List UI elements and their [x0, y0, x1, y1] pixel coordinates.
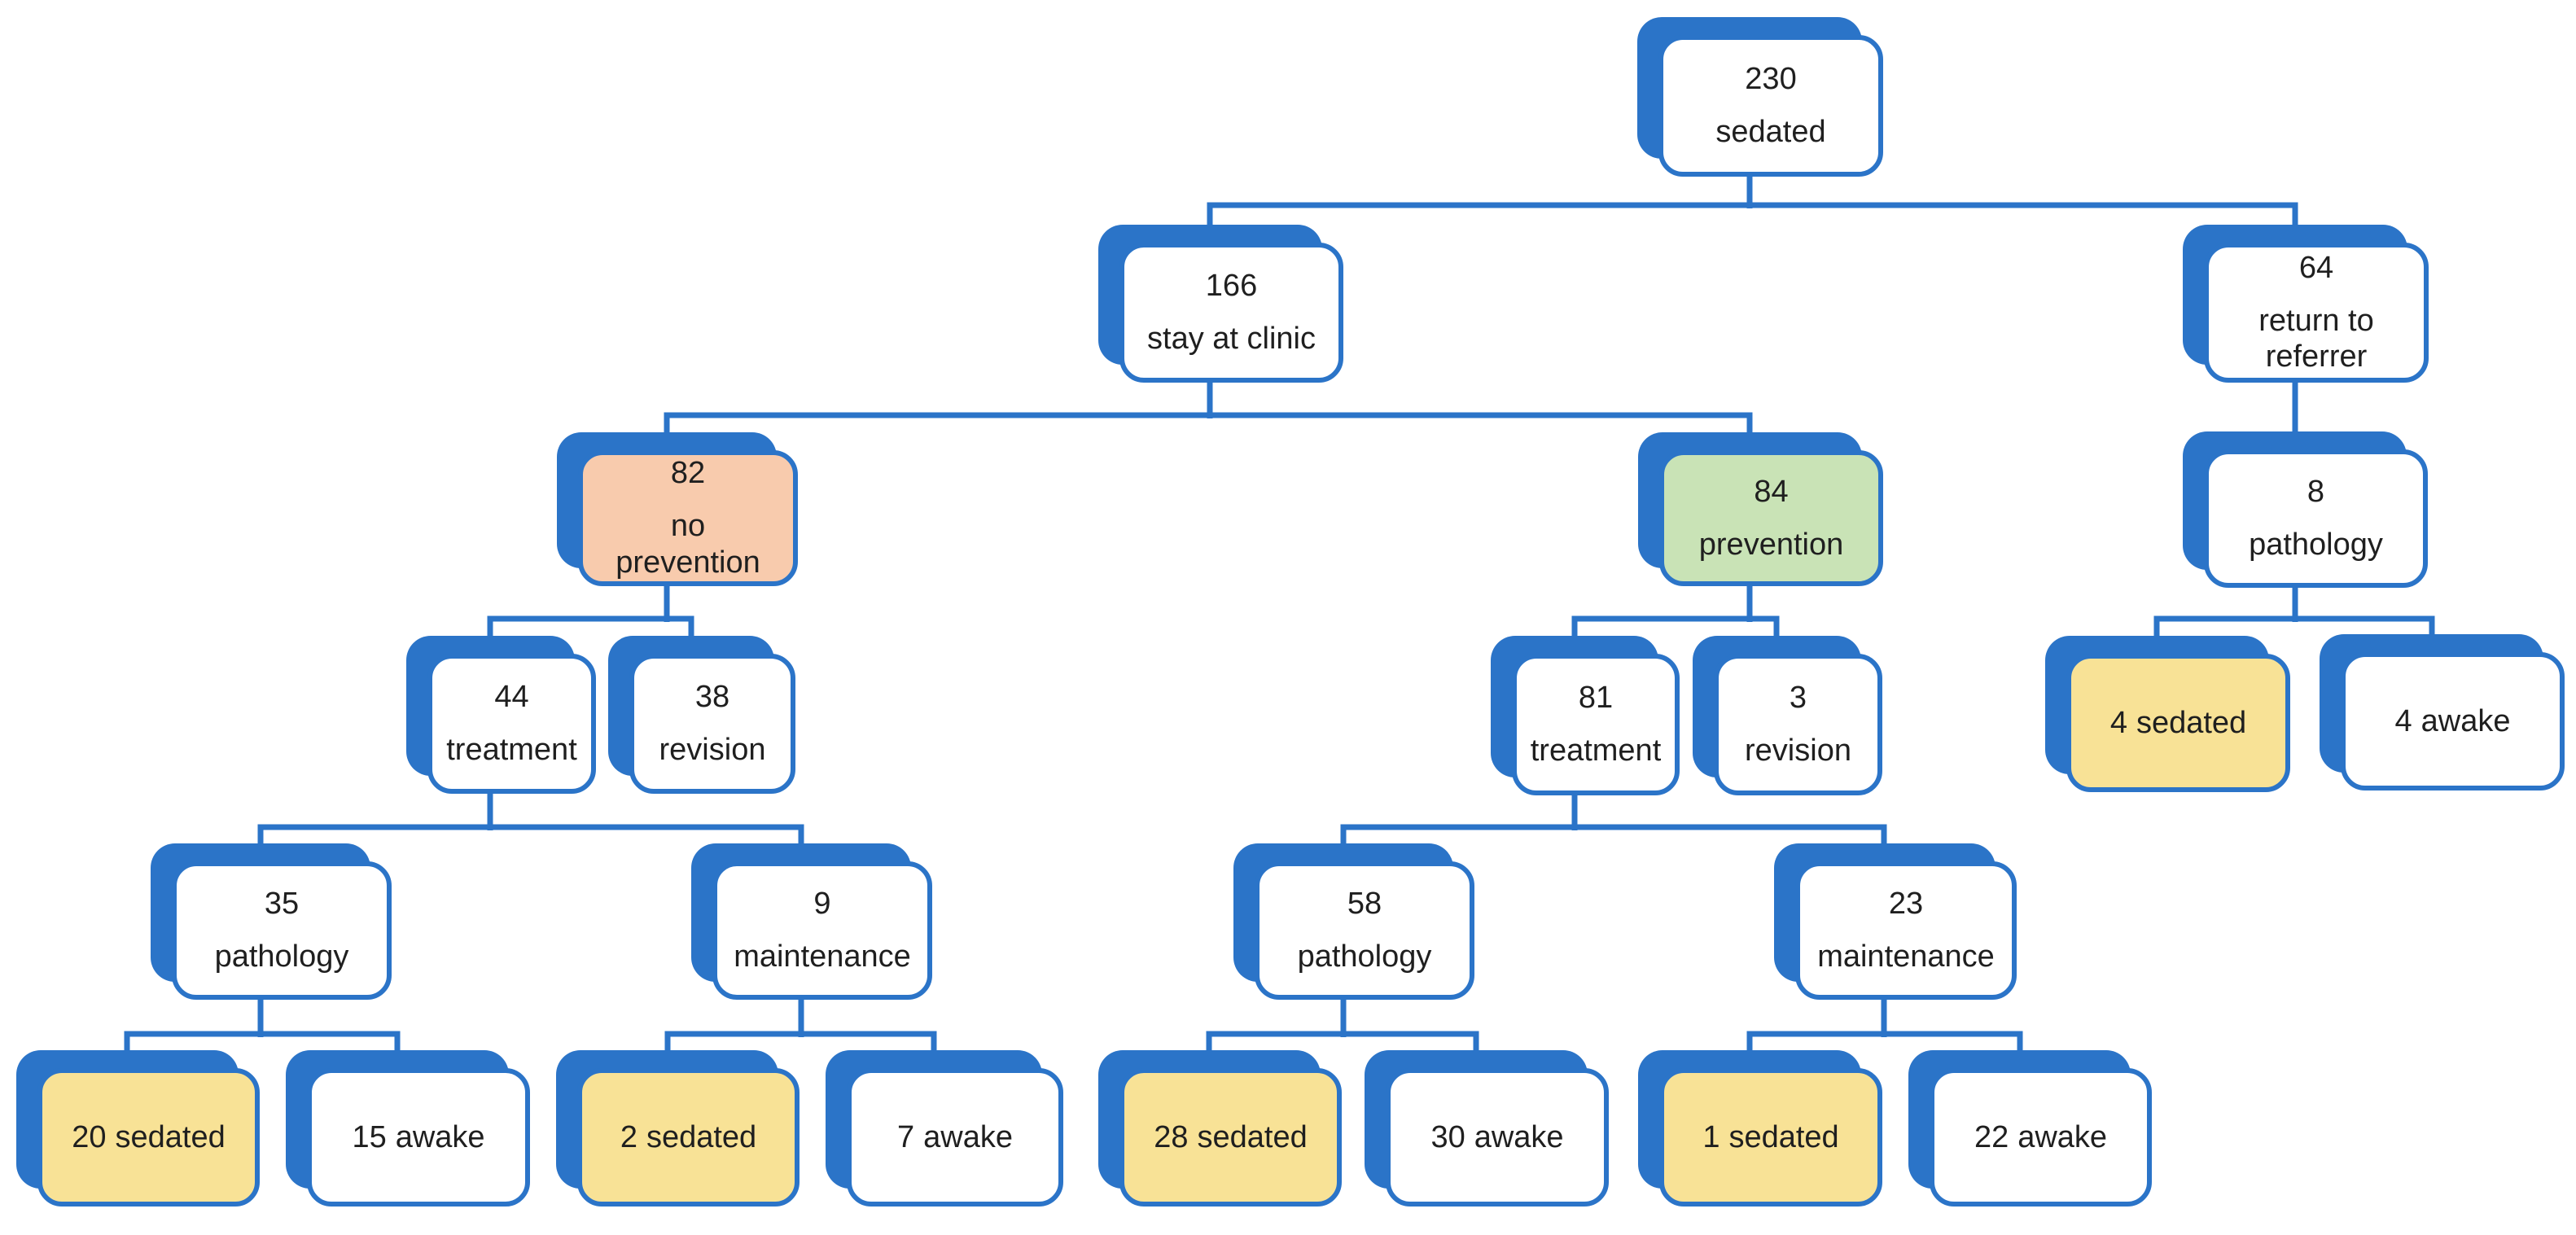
node-value: 28	[1154, 1119, 1189, 1154]
node-166-stay-at-clinic: 166 stay at clinic	[1098, 225, 1343, 383]
node-81-treatment: 81 treatment	[1491, 636, 1680, 795]
node-label: stay at clinic	[1147, 322, 1316, 356]
node-value: 82	[670, 456, 706, 491]
node-label: sedated	[1728, 1119, 1839, 1154]
node-44-treatment: 44 treatment	[406, 636, 596, 794]
node-38-revision: 38 revision	[608, 636, 795, 794]
node-label: sedated	[1715, 115, 1826, 149]
node-label: maintenance	[1817, 939, 1995, 974]
node-card: 23 maintenance	[1795, 861, 2017, 1000]
node-value: 4	[2394, 703, 2412, 738]
node-card: 166 stay at clinic	[1119, 243, 1343, 383]
node-card: 82 no prevention	[578, 450, 798, 586]
node-label: awake	[2420, 703, 2511, 738]
node-value: 23	[1888, 887, 1924, 922]
node-label: no prevention	[616, 509, 760, 580]
node-label: pathology	[214, 939, 349, 974]
node-card: 4 sedated	[2066, 654, 2290, 792]
node-value: 8	[2307, 475, 2325, 510]
node-label: pathology	[1297, 939, 1432, 974]
node-card: 9 maintenance	[712, 861, 932, 1000]
node-value: 9	[813, 887, 831, 922]
node-label: awake	[1474, 1119, 1564, 1154]
node-label: prevention	[1698, 527, 1844, 562]
node-card: 2 sedated	[577, 1068, 800, 1207]
node-card: 81 treatment	[1512, 654, 1680, 795]
node-1-sedated: 1 sedated	[1638, 1050, 1882, 1207]
node-82-no-prevention: 82 no prevention	[557, 432, 798, 586]
node-28-sedated: 28 sedated	[1098, 1050, 1342, 1207]
node-value: 4	[2109, 705, 2127, 740]
node-64-return-to-referrer: 64 return to referrer	[2183, 225, 2429, 383]
node-4-sedated: 4 sedated	[2045, 636, 2290, 792]
node-label: revision	[659, 733, 766, 767]
node-15-awake: 15 awake	[286, 1050, 530, 1207]
node-card: 1 sedated	[1659, 1068, 1882, 1207]
node-58-pathology: 58 pathology	[1233, 843, 1474, 1000]
node-2-sedated: 2 sedated	[556, 1050, 800, 1207]
node-card: 38 revision	[629, 654, 795, 794]
node-value: 2	[620, 1119, 637, 1154]
node-label: awake	[395, 1119, 485, 1154]
node-card: 230 sedated	[1658, 35, 1883, 177]
connector-166-children	[664, 379, 1753, 450]
node-value: 3	[1789, 681, 1807, 716]
node-card: 58 pathology	[1255, 861, 1474, 1000]
node-23-maintenance: 23 maintenance	[1774, 843, 2017, 1000]
node-card: 28 sedated	[1119, 1068, 1342, 1207]
node-card: 15 awake	[307, 1068, 530, 1207]
node-label: sedated	[2136, 705, 2247, 740]
node-20-sedated: 20 sedated	[16, 1050, 260, 1207]
node-label: maintenance	[734, 939, 911, 974]
node-label: sedated	[646, 1119, 757, 1154]
node-label: treatment	[446, 733, 577, 767]
node-4-awake: 4 awake	[2320, 634, 2565, 790]
node-label: revision	[1745, 734, 1851, 768]
node-value: 58	[1347, 887, 1382, 922]
node-label: awake	[923, 1119, 1013, 1154]
node-card: 3 revision	[1714, 654, 1882, 795]
node-value: 166	[1205, 269, 1258, 304]
node-card: 44 treatment	[427, 654, 596, 794]
node-value: 81	[1578, 681, 1614, 716]
node-35-pathology: 35 pathology	[151, 843, 392, 1000]
node-7-awake: 7 awake	[826, 1050, 1063, 1207]
node-label: pathology	[2249, 528, 2383, 562]
node-card: 64 return to referrer	[2204, 243, 2429, 383]
node-card: 35 pathology	[172, 861, 392, 1000]
node-9-maintenance: 9 maintenance	[691, 843, 932, 1000]
node-card: 30 awake	[1386, 1068, 1609, 1207]
node-label: awake	[2017, 1119, 2108, 1154]
node-card: 4 awake	[2341, 652, 2565, 790]
node-label: sedated	[115, 1119, 226, 1154]
node-value: 20	[72, 1119, 107, 1154]
node-value: 64	[2298, 250, 2334, 285]
node-value: 22	[1974, 1119, 2009, 1154]
node-card: 84 prevention	[1659, 450, 1883, 586]
node-value: 38	[694, 680, 730, 715]
node-value: 1	[1702, 1119, 1720, 1154]
node-84-prevention: 84 prevention	[1638, 432, 1883, 586]
node-230-sedated: 230 sedated	[1637, 17, 1883, 177]
node-30-awake: 30 awake	[1365, 1050, 1609, 1207]
node-card: 8 pathology	[2204, 449, 2428, 588]
node-label: sedated	[1197, 1119, 1308, 1154]
connector-230-children	[1207, 173, 2298, 243]
node-value: 30	[1430, 1119, 1465, 1154]
node-card: 20 sedated	[37, 1068, 260, 1207]
node-card: 22 awake	[1930, 1068, 2152, 1207]
node-value: 230	[1745, 62, 1797, 97]
node-value: 44	[494, 680, 529, 715]
node-22-awake: 22 awake	[1908, 1050, 2152, 1207]
node-value: 35	[264, 887, 300, 922]
node-card: 7 awake	[847, 1068, 1063, 1207]
node-label: return to referrer	[2258, 303, 2374, 374]
node-value: 15	[352, 1119, 387, 1154]
node-8-pathology: 8 pathology	[2183, 431, 2428, 588]
node-value: 7	[897, 1119, 915, 1154]
node-3-revision: 3 revision	[1693, 636, 1882, 795]
node-label: treatment	[1530, 734, 1662, 768]
node-value: 84	[1754, 474, 1789, 509]
